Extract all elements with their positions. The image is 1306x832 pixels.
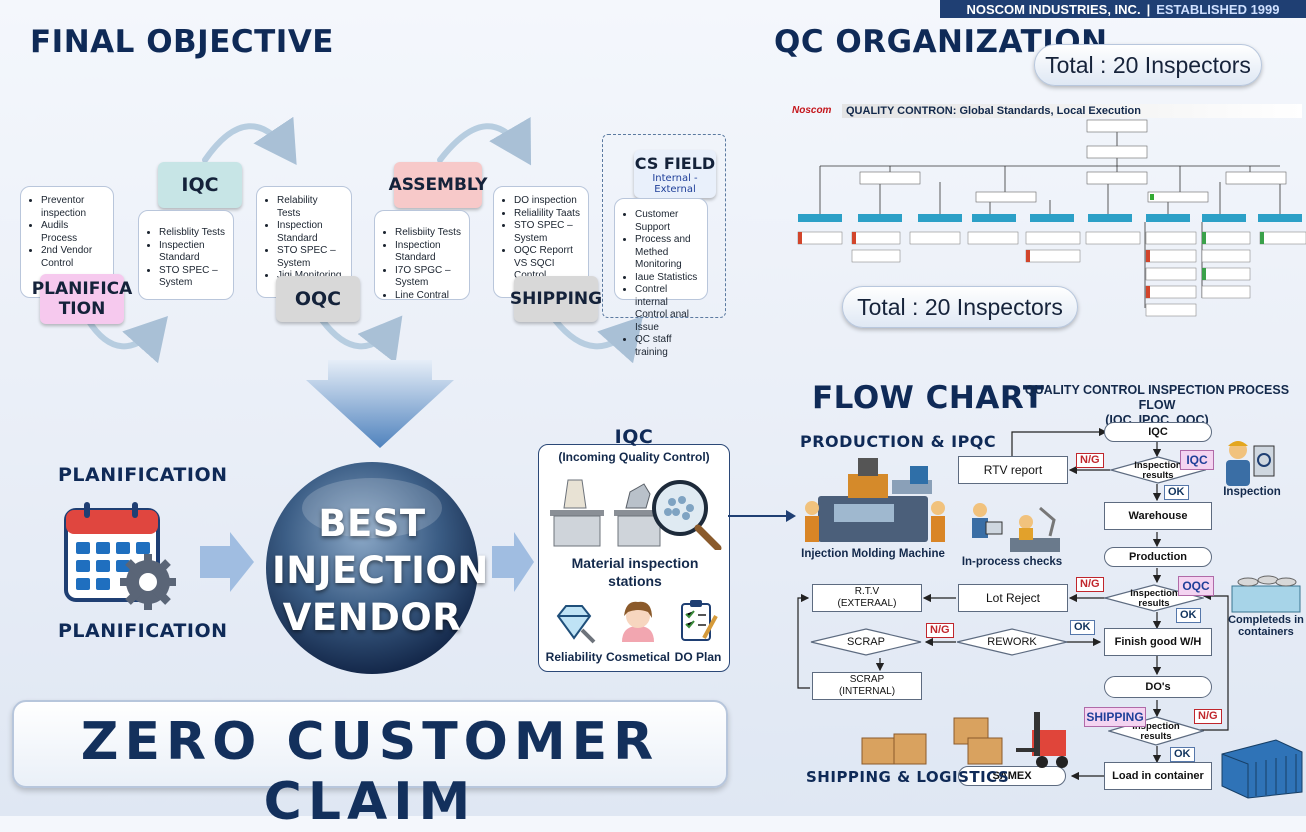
calendar-gear-icon [64, 502, 176, 610]
ng-mark-2: N/G [1076, 577, 1104, 592]
containers-label: Completeds in containers [1228, 614, 1304, 638]
planification-label-top: PLANIFICATION [58, 464, 228, 486]
shipping-container-icon [1221, 739, 1303, 799]
assembly-tag: ASSEMBLY [389, 162, 487, 208]
org-chart [797, 119, 1306, 317]
planification-tag: PLANIFICA TION [32, 274, 132, 324]
right-arrow-1 [200, 532, 254, 592]
best-vendor-sphere [266, 462, 478, 674]
flow-inspection-label-2: Inspection results [1130, 588, 1178, 609]
iqc-tag: IQC [158, 162, 242, 208]
containers-icon [1231, 575, 1301, 613]
company-banner: NOSCOM INDUSTRIES, INC. | ESTABLISHED 19… [940, 0, 1306, 18]
flow-scrap-diamond [810, 628, 922, 656]
org-chart-title: QUALITY CONTRON: Global Standards, Local… [842, 104, 1302, 118]
injection-machine-label: Injection Molding Machine [801, 548, 945, 560]
flow-shipping-tag: SHIPPING [1084, 707, 1146, 727]
iqc-panel-title: IQC [614, 426, 654, 448]
cosmetical-icon [622, 601, 654, 642]
flow-chart-title: FLOW CHART [812, 380, 1045, 416]
cycle-arrows [85, 116, 643, 364]
cosmetical-label: Cosmetical [605, 650, 671, 664]
flow-finish-good: Finish good W/H [1104, 628, 1212, 656]
production-ipqc-label: PRODUCTION & IPQC [800, 432, 997, 451]
noscom-logo: Noscom [792, 105, 832, 116]
injection-machine-icon [805, 458, 945, 542]
do-plan-label: DO Plan [674, 650, 722, 664]
flow-scrap-label: SCRAP [847, 636, 885, 648]
ng-mark-3: N/G [926, 623, 954, 638]
flow-inspection-label-1: Inspection results [1134, 460, 1182, 481]
flow-inspection-label-3: Inspection results [1132, 721, 1180, 742]
ng-mark-1: N/G [1076, 453, 1104, 468]
flow-production: Production [1104, 547, 1212, 567]
cs-field-frame [602, 134, 726, 318]
flow-iqc-tag: IQC [1180, 450, 1214, 470]
ng-mark-4: N/G [1194, 709, 1222, 724]
cs-field-tag: CS FIELD Internal - External [634, 150, 716, 198]
company-name: NOSCOM INDUSTRIES, INC. [966, 1, 1141, 17]
inspection-station-icon [550, 479, 722, 550]
flow-rework-label: REWORK [987, 636, 1037, 648]
flow-rtv-report: RTV report [958, 456, 1068, 484]
zero-claim-banner [12, 700, 728, 788]
flow-rework-diamond [956, 628, 1068, 656]
flow-dos: DO's [1104, 676, 1212, 698]
flow-warehouse: Warehouse [1104, 502, 1212, 530]
established-label: ESTABLISHED 1999 [1156, 1, 1280, 17]
total-inspectors-bottom: Total : 20 Inspectors [842, 286, 1078, 328]
flow-oqc-tag: OQC [1178, 576, 1214, 596]
boxes-forklift-icon [861, 712, 1068, 768]
shipping-tag: SHIPPING [510, 276, 602, 322]
shipping-logistics-label: SHIPPING & LOGISTICS [806, 768, 1010, 786]
ok-mark-4: OK [1170, 747, 1195, 762]
material-stations-label: Material inspection stations [571, 555, 699, 589]
flow-lines [797, 427, 1229, 781]
oqc-tag: OQC [276, 276, 360, 322]
ok-mark-2: OK [1176, 608, 1201, 623]
inprocess-check-icon [972, 503, 1060, 552]
iqc-stage-box: Relisblity TestsInspectien StandardSTO S… [138, 210, 234, 300]
inspector-icon [1226, 441, 1275, 486]
ok-mark-1: OK [1164, 485, 1189, 500]
total-inspectors-top: Total : 20 Inspectors [1034, 44, 1262, 86]
flow-samex: SAMEX [958, 766, 1066, 786]
inspection-icon-label: Inspection [1223, 486, 1281, 498]
assembly-stage-box: Relisbiity TestsInspection StandardI7O S… [374, 210, 470, 301]
flow-iqc: IQC [1104, 422, 1212, 442]
iqc-panel-subtitle: (Incoming Quality Control) [558, 450, 710, 464]
do-plan-icon [681, 600, 718, 641]
connector-arrow [728, 510, 796, 522]
final-objective-title: FINAL OBJECTIVE [30, 24, 334, 60]
flow-load-container: Load in container [1104, 762, 1212, 790]
cs-field-box: Customer SupportProcess and Methed Monit… [614, 198, 708, 358]
down-arrow [306, 360, 454, 448]
flow-rtv-external: R.T.V (EXTERAAL) [812, 584, 922, 612]
flow-lot-reject: Lot Reject [958, 584, 1068, 612]
planification-label-bottom: PLANIFICATION [58, 620, 228, 642]
inprocess-checks-label: In-process checks [961, 556, 1063, 568]
zero-claim-text: ZERO CUSTOMER CLAIM [80, 712, 660, 832]
reliability-label: Reliability [545, 650, 603, 664]
reliability-icon [556, 605, 596, 644]
right-arrow-2 [492, 532, 534, 592]
ok-mark-3: OK [1070, 620, 1095, 635]
flow-scrap-internal: SCRAP (INTERNAL) [812, 672, 922, 700]
